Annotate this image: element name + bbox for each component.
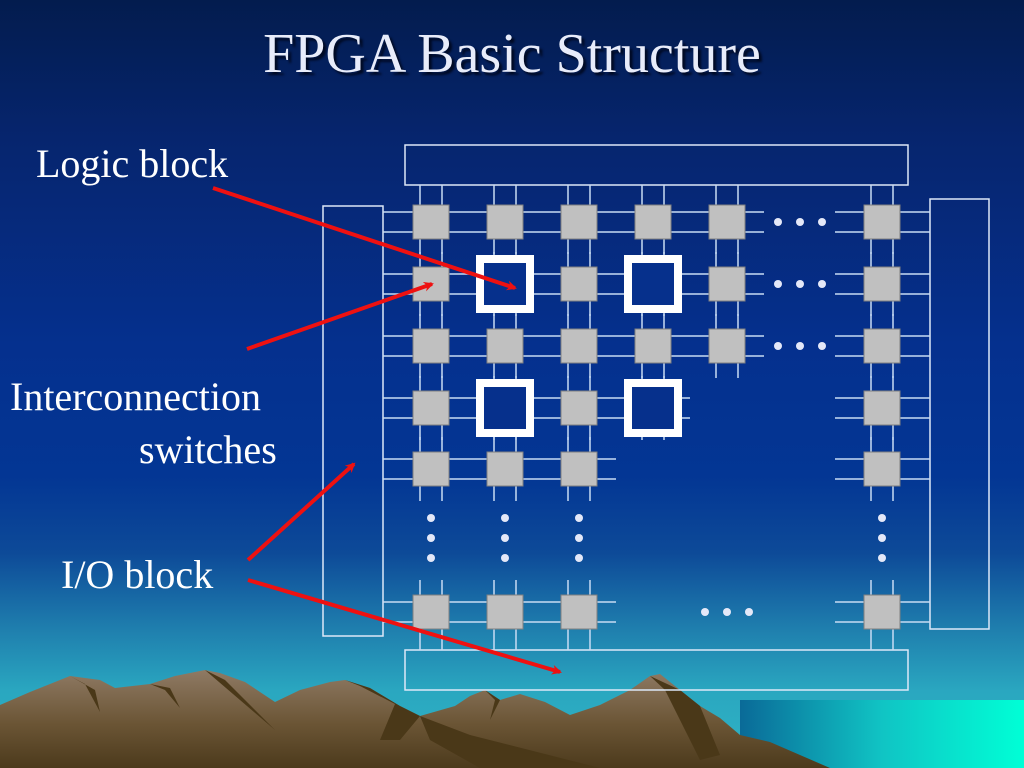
interconnection-switch xyxy=(486,451,524,487)
io-block-top xyxy=(404,144,909,186)
ellipsis-dot xyxy=(723,608,731,616)
interconnection-switch xyxy=(634,204,672,240)
interconnection-switch xyxy=(708,328,746,364)
io-block-bottom xyxy=(404,649,909,691)
interconnection-switch xyxy=(560,204,598,240)
ellipsis-dot xyxy=(575,534,583,542)
ellipsis-dot xyxy=(818,280,826,288)
mountain-shadows xyxy=(70,670,720,768)
grid-cells xyxy=(412,204,901,630)
label-interconnection: Interconnection xyxy=(10,374,261,419)
interconnection-switch xyxy=(863,451,901,487)
interconnection-switch xyxy=(863,594,901,630)
slide-title: FPGA Basic Structure xyxy=(263,23,761,85)
ellipsis-dot xyxy=(427,534,435,542)
ellipsis-dot xyxy=(796,280,804,288)
interconnection-switch xyxy=(486,328,524,364)
interconnection-switch xyxy=(863,204,901,240)
label-switches: switches xyxy=(139,427,277,472)
ellipsis-dot xyxy=(501,534,509,542)
ellipsis-dot xyxy=(501,554,509,562)
mountain-scenery xyxy=(0,670,1024,768)
arrow-logic-block xyxy=(212,186,517,291)
ellipsis-dot xyxy=(796,218,804,226)
ellipsis-dot xyxy=(501,514,509,522)
arrow-io-block-left xyxy=(246,462,356,562)
ellipsis-dot xyxy=(427,514,435,522)
interconnection-switch xyxy=(486,594,524,630)
interconnection-switch xyxy=(708,266,746,302)
ellipsis-dot xyxy=(427,554,435,562)
interconnection-switch xyxy=(412,594,450,630)
label-logic-block: Logic block xyxy=(36,141,229,186)
interconnection-switch xyxy=(560,328,598,364)
ellipsis-dot xyxy=(818,218,826,226)
logic-block xyxy=(624,255,682,313)
interconnection-switch xyxy=(560,594,598,630)
ellipsis-dot xyxy=(575,514,583,522)
ellipsis-dot xyxy=(818,342,826,350)
interconnection-switch xyxy=(486,204,524,240)
interconnection-switch xyxy=(863,328,901,364)
interconnection-switch xyxy=(634,328,672,364)
logic-block xyxy=(476,379,534,437)
ellipsis-dot xyxy=(701,608,709,616)
label-io-block: I/O block xyxy=(61,552,214,597)
ellipsis-dot xyxy=(878,534,886,542)
io-block-left xyxy=(322,205,384,637)
interconnection-switch xyxy=(560,390,598,426)
interconnection-switch xyxy=(560,266,598,302)
interconnection-switch xyxy=(863,390,901,426)
interconnection-switch xyxy=(560,451,598,487)
ellipsis-dot xyxy=(774,218,782,226)
ellipsis-dot xyxy=(575,554,583,562)
ellipsis-dot xyxy=(774,280,782,288)
logic-block xyxy=(624,379,682,437)
interconnection-switch xyxy=(412,390,450,426)
ellipsis-dot xyxy=(774,342,782,350)
interconnection-switch xyxy=(412,328,450,364)
arrow-io-block-bottom xyxy=(247,578,562,675)
callout-arrows xyxy=(212,186,562,675)
arrow-interconnection-switch xyxy=(246,281,434,351)
io-block-right xyxy=(929,198,990,630)
io-blocks xyxy=(322,144,990,691)
interconnection-switch xyxy=(412,451,450,487)
ellipsis-dot xyxy=(796,342,804,350)
ellipsis-dot xyxy=(878,514,886,522)
interconnection-switch xyxy=(863,266,901,302)
interconnection-switch xyxy=(412,204,450,240)
interconnection-switch xyxy=(708,204,746,240)
ellipsis-dot xyxy=(878,554,886,562)
ellipsis-dot xyxy=(745,608,753,616)
